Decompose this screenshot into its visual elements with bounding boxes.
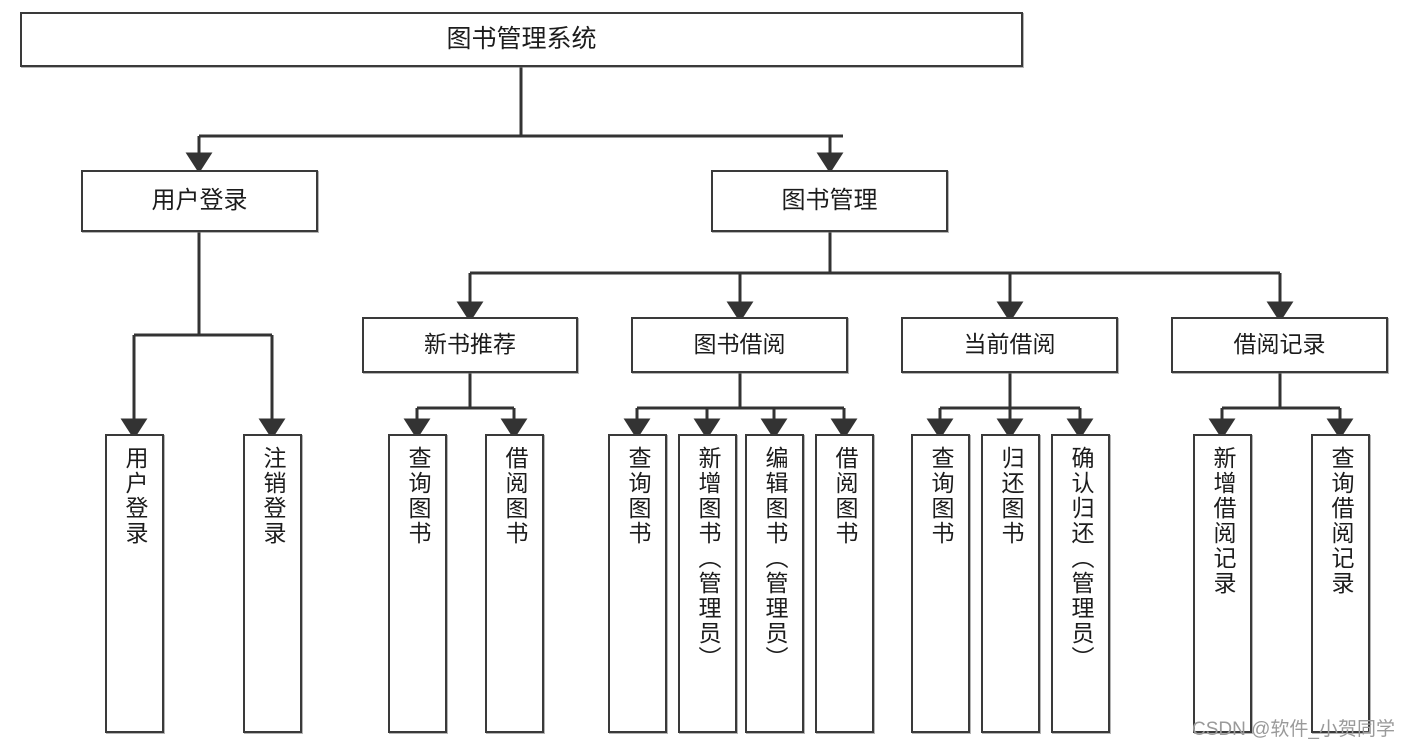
node-leaf-book-borrow-add-label: 新增图书（管理员）: [695, 446, 721, 671]
node-leaf-borrow-record-query-label: 查询借阅记录: [1328, 446, 1354, 596]
node-leaf-user-login-logout[interactable]: 注销登录: [243, 434, 302, 733]
node-leaf-new-book-query-label: 查询图书: [405, 446, 431, 546]
node-leaf-current-borrow-confirm[interactable]: 确认归还（管理员）: [1051, 434, 1110, 733]
node-leaf-user-login-logout-label: 注销登录: [260, 446, 286, 546]
node-leaf-new-book-borrow[interactable]: 借阅图书: [485, 434, 544, 733]
node-current-borrow[interactable]: 当前借阅: [901, 317, 1118, 373]
node-root-system-label: 图书管理系统: [446, 24, 597, 53]
node-leaf-book-borrow-borrow[interactable]: 借阅图书: [815, 434, 874, 733]
node-leaf-book-borrow-edit[interactable]: 编辑图书（管理员）: [745, 434, 804, 733]
node-leaf-current-borrow-return-label: 归还图书: [998, 446, 1024, 546]
node-leaf-current-borrow-query-label: 查询图书: [928, 446, 954, 546]
node-leaf-borrow-record-add[interactable]: 新增借阅记录: [1193, 434, 1252, 733]
node-leaf-user-login-login-label: 用户登录: [122, 446, 148, 546]
node-root-system[interactable]: 图书管理系统: [20, 12, 1023, 67]
node-leaf-current-borrow-return[interactable]: 归还图书: [981, 434, 1040, 733]
node-leaf-current-borrow-query[interactable]: 查询图书: [911, 434, 970, 733]
node-leaf-book-borrow-edit-label: 编辑图书（管理员）: [762, 446, 788, 671]
node-leaf-user-login-login[interactable]: 用户登录: [105, 434, 164, 733]
node-leaf-current-borrow-confirm-label: 确认归还（管理员）: [1068, 446, 1094, 671]
node-book-borrow-label: 图书借阅: [693, 331, 786, 358]
node-user-login-label: 用户登录: [151, 186, 248, 214]
node-leaf-borrow-record-add-label: 新增借阅记录: [1210, 446, 1236, 596]
node-leaf-book-borrow-add[interactable]: 新增图书（管理员）: [678, 434, 737, 733]
node-leaf-new-book-query[interactable]: 查询图书: [388, 434, 447, 733]
node-current-borrow-label: 当前借阅: [963, 331, 1056, 358]
node-new-book-recommend[interactable]: 新书推荐: [362, 317, 578, 373]
node-book-borrow[interactable]: 图书借阅: [631, 317, 848, 373]
node-new-book-recommend-label: 新书推荐: [424, 331, 516, 358]
node-leaf-book-borrow-query-label: 查询图书: [625, 446, 651, 546]
node-borrow-record-label: 借阅记录: [1233, 331, 1326, 358]
node-book-manage[interactable]: 图书管理: [711, 170, 948, 232]
node-borrow-record[interactable]: 借阅记录: [1171, 317, 1388, 373]
node-leaf-book-borrow-query[interactable]: 查询图书: [608, 434, 667, 733]
node-book-manage-label: 图书管理: [781, 186, 878, 214]
node-leaf-borrow-record-query[interactable]: 查询借阅记录: [1311, 434, 1370, 733]
node-leaf-book-borrow-borrow-label: 借阅图书: [832, 446, 858, 546]
node-user-login[interactable]: 用户登录: [81, 170, 318, 232]
node-leaf-new-book-borrow-label: 借阅图书: [502, 446, 528, 546]
